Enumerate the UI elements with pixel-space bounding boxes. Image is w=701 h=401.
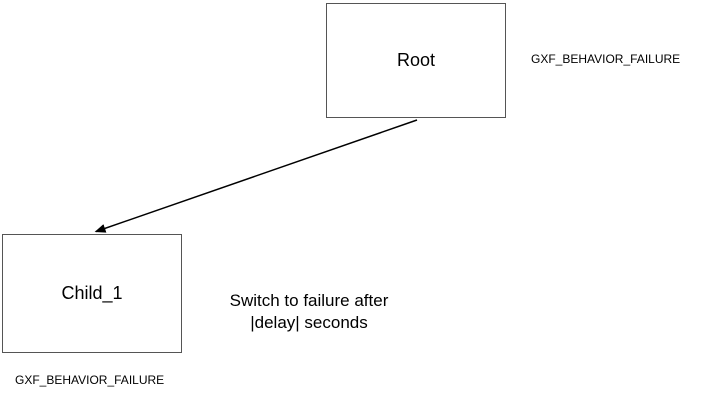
edge-annotation: Switch to failure after |delay| seconds <box>199 290 419 334</box>
node-child1-label: Child_1 <box>61 283 123 303</box>
node-child1: Child_1 <box>2 234 182 353</box>
edge-line <box>94 119 418 233</box>
node-root: Root <box>326 3 506 118</box>
edge-annotation-line1: Switch to failure after <box>229 291 389 310</box>
node-root-status-label: GXF_BEHAVIOR_FAILURE <box>531 52 681 66</box>
edge-annotation-line2: |delay| seconds <box>250 313 368 332</box>
node-root-label: Root <box>396 50 436 70</box>
node-child1-status-label: GXF_BEHAVIOR_FAILURE <box>15 373 165 387</box>
